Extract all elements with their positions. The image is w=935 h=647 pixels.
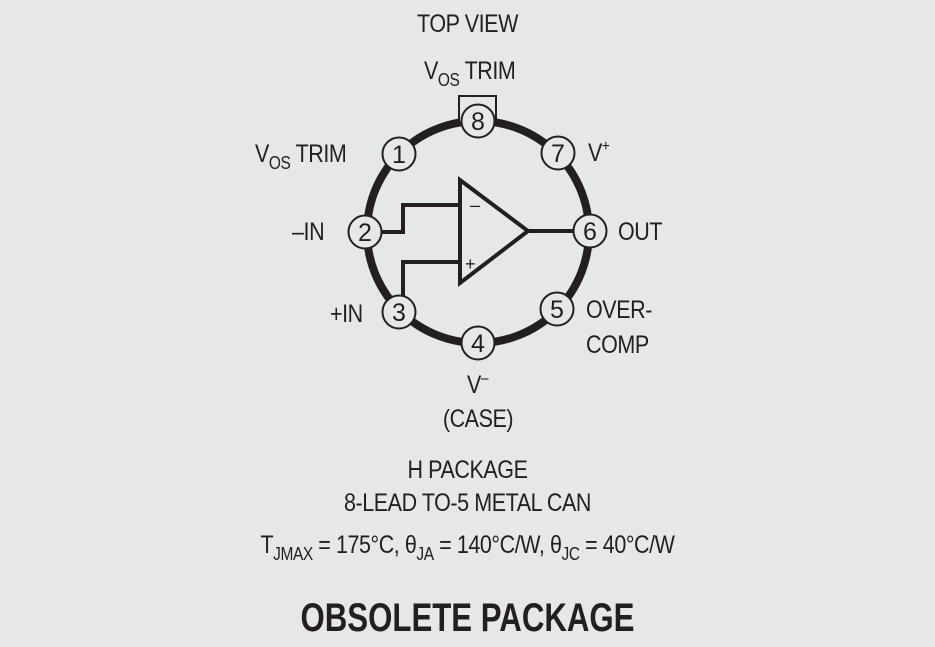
svg-text:5: 5 — [550, 296, 564, 324]
pin-1: 1 — [381, 136, 417, 172]
pin-5-label-line1: OVER- — [586, 296, 652, 324]
pin-1-label: VOS TRIM — [255, 140, 347, 173]
wire-noninverting-input — [401, 260, 460, 296]
svg-text:6: 6 — [583, 218, 597, 246]
pin-4: 4 — [460, 325, 496, 361]
svg-text:2: 2 — [358, 219, 372, 247]
package-description: 8-LEAD TO-5 METAL CAN — [343, 489, 592, 517]
package-status: OBSOLETE PACKAGE — [300, 596, 635, 640]
pin-6: 6 — [572, 213, 608, 249]
pin-5-label-line2: COMP — [586, 331, 649, 359]
pin-4-label: V– — [467, 370, 489, 399]
package-name: H PACKAGE — [407, 456, 528, 484]
opamp-inverting-sign: – — [470, 195, 480, 215]
wire-inverting-input — [382, 203, 460, 234]
pin-3-label: +IN — [330, 300, 363, 328]
pin-7-label: V+ — [588, 138, 610, 167]
pin-8: 8 — [460, 103, 496, 139]
svg-text:8: 8 — [471, 108, 485, 136]
pin-5: 5 — [539, 291, 575, 327]
package-thermal-specs: TJMAX = 175°C, θJA = 140°C/W, θJC = 40°C… — [260, 531, 675, 564]
pin-8-label: VOS TRIM — [424, 57, 516, 90]
svg-text:3: 3 — [392, 299, 406, 327]
pin-2: 2 — [347, 214, 383, 250]
pin-4-label-case: (CASE) — [442, 405, 514, 433]
pin-2-label: –IN — [292, 218, 325, 246]
view-label: TOP VIEW — [417, 10, 518, 38]
opamp-noninverting-sign: + — [465, 254, 476, 274]
pin-3: 3 — [381, 294, 417, 330]
svg-text:7: 7 — [551, 140, 565, 168]
opamp-symbol — [458, 176, 532, 288]
pin-7: 7 — [540, 135, 576, 171]
svg-text:1: 1 — [392, 141, 406, 169]
svg-text:4: 4 — [471, 330, 485, 358]
pin-6-label: OUT — [618, 218, 663, 246]
